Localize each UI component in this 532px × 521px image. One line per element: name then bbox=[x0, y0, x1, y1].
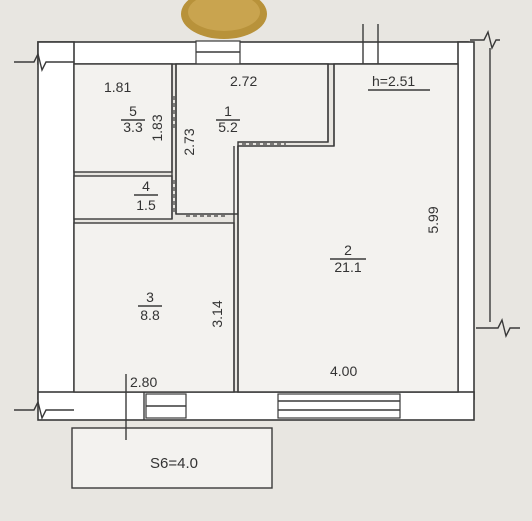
break-marks bbox=[14, 24, 520, 421]
dimension-label: 1.83 bbox=[149, 114, 165, 141]
room-3 bbox=[73, 222, 235, 393]
coin bbox=[181, 0, 267, 39]
room-area-label: 21.1 bbox=[334, 259, 361, 275]
room-number-label: 3 bbox=[146, 289, 154, 305]
room-number-label: 2 bbox=[344, 242, 352, 258]
room-number-label: 4 bbox=[142, 178, 150, 194]
interior-walls bbox=[171, 64, 335, 392]
balcony-area-label: S6=4.0 bbox=[150, 455, 198, 472]
room-area-label: 5.2 bbox=[218, 119, 238, 135]
dimension-label: 3.14 bbox=[209, 300, 225, 327]
room-number-label: 1 bbox=[224, 103, 232, 119]
ceiling-height-label: h=2.51 bbox=[372, 73, 415, 89]
dimension-label: 4.00 bbox=[330, 363, 357, 379]
room-4 bbox=[73, 175, 173, 220]
room-number-label: 5 bbox=[129, 103, 137, 119]
windows bbox=[145, 40, 401, 419]
room-area-label: 8.8 bbox=[140, 307, 160, 323]
balcony bbox=[71, 427, 273, 489]
room-5 bbox=[73, 63, 173, 173]
dimension-label: 2.72 bbox=[230, 73, 257, 89]
room-area-label: 3.3 bbox=[123, 119, 143, 135]
rooms bbox=[73, 63, 459, 393]
dimension-label: 5.99 bbox=[425, 206, 441, 233]
outer-walls bbox=[37, 41, 475, 421]
dimension-label: 1.81 bbox=[104, 79, 131, 95]
room-area-label: 1.5 bbox=[136, 197, 156, 213]
dimension-label: 2.80 bbox=[130, 374, 157, 390]
dimension-label: 2.73 bbox=[181, 128, 197, 155]
